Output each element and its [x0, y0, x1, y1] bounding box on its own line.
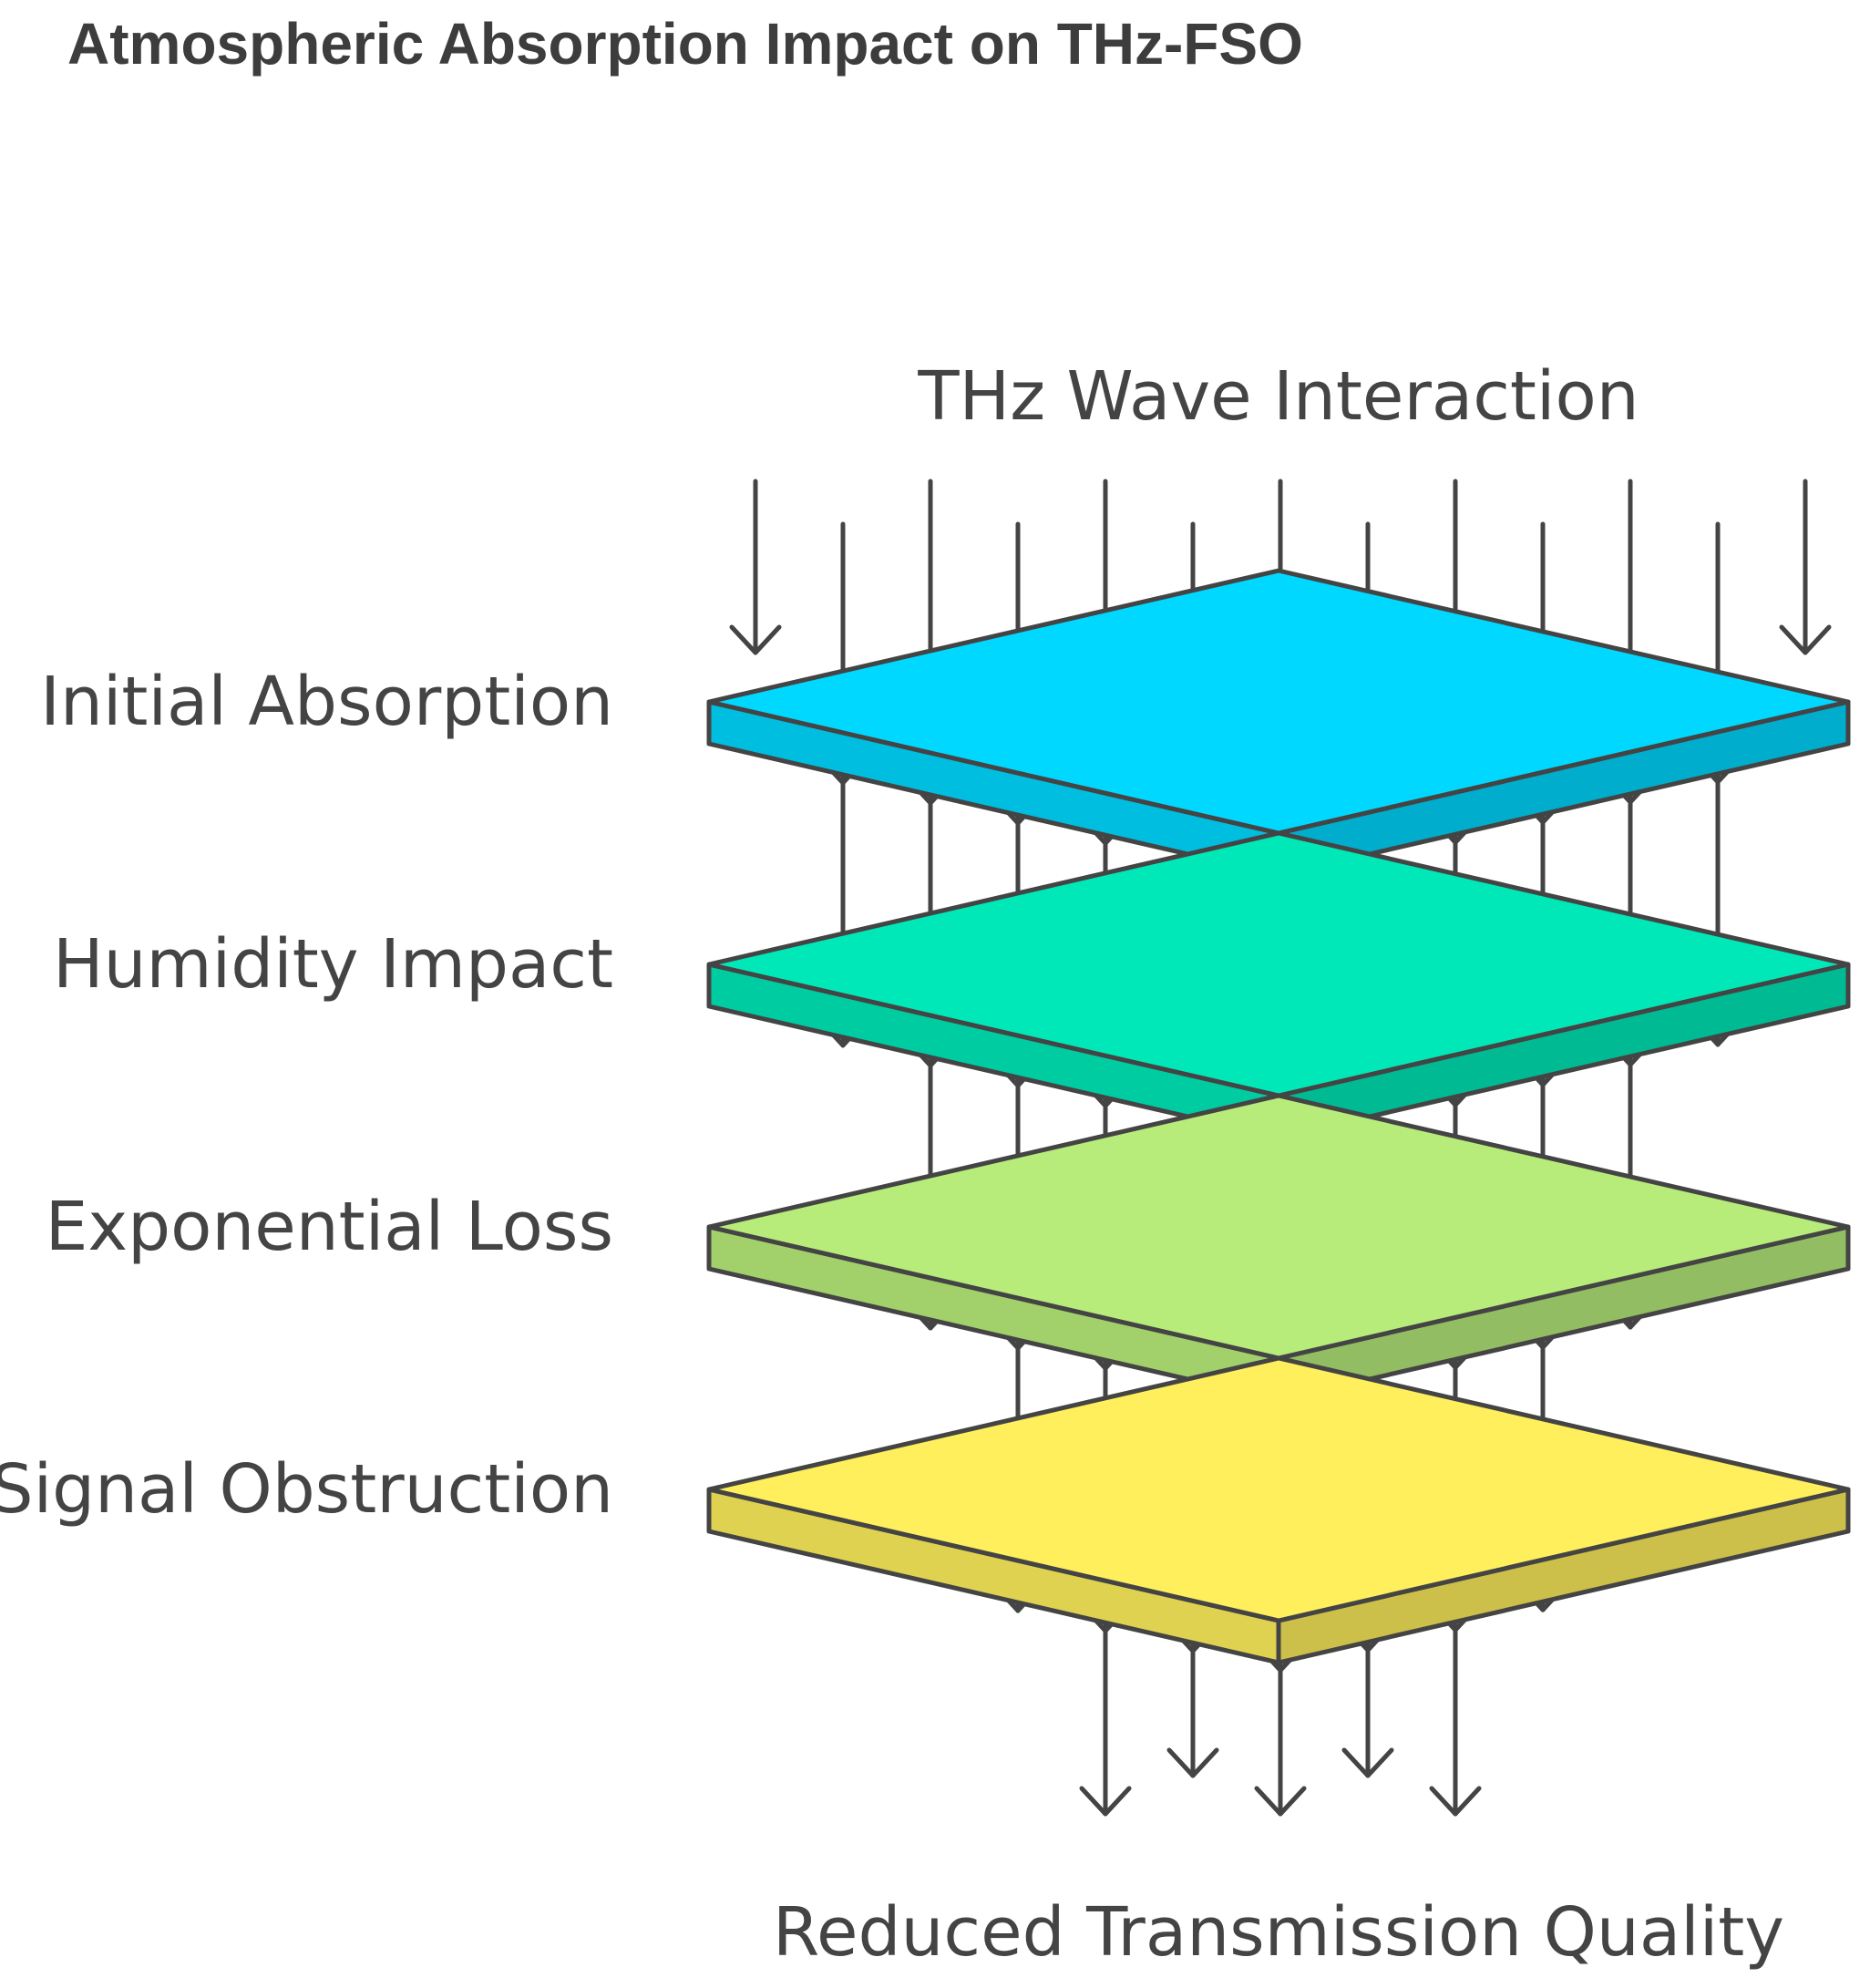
diagram-title: Atmospheric Absorption Impact on THz-FSO — [67, 11, 1303, 77]
arrow-head — [1254, 1786, 1307, 1817]
arrow-outgoing — [1341, 1648, 1394, 1778]
layer-label-1: Initial Absorption — [40, 663, 613, 741]
arrow-head — [1429, 1786, 1482, 1817]
layer-label-4: Signal Obstruction — [0, 1450, 613, 1529]
layer-stack — [706, 479, 1851, 1817]
layer-label-2: Humidity Impact — [53, 925, 613, 1004]
arrow-head — [729, 624, 782, 655]
arrow-incoming — [729, 479, 782, 655]
plate-top — [706, 568, 1851, 836]
plate-top — [706, 1093, 1851, 1361]
layer-plate-2 — [706, 830, 1851, 1140]
layer-plate-3 — [706, 1093, 1851, 1403]
arrow-outgoing — [1429, 1628, 1482, 1817]
layer-label-3: Exponential Loss — [46, 1188, 613, 1266]
arrow-head — [1079, 1786, 1132, 1817]
layer-plate-1 — [706, 568, 1851, 878]
arrow-outgoing — [1254, 1669, 1307, 1817]
plate-top — [706, 1355, 1851, 1623]
arrow-head — [1341, 1747, 1394, 1778]
bottom-label: Reduced Transmission Quality — [773, 1893, 1784, 1972]
arrow-outgoing — [1166, 1649, 1219, 1778]
arrow-head — [1779, 624, 1832, 655]
plate-top — [706, 830, 1851, 1098]
arrow-head — [1166, 1747, 1219, 1778]
top-label: THz Wave Interaction — [917, 357, 1639, 436]
arrow-outgoing — [1079, 1629, 1132, 1817]
arrow-incoming — [1779, 479, 1832, 655]
layer-plate-4 — [706, 1355, 1851, 1665]
